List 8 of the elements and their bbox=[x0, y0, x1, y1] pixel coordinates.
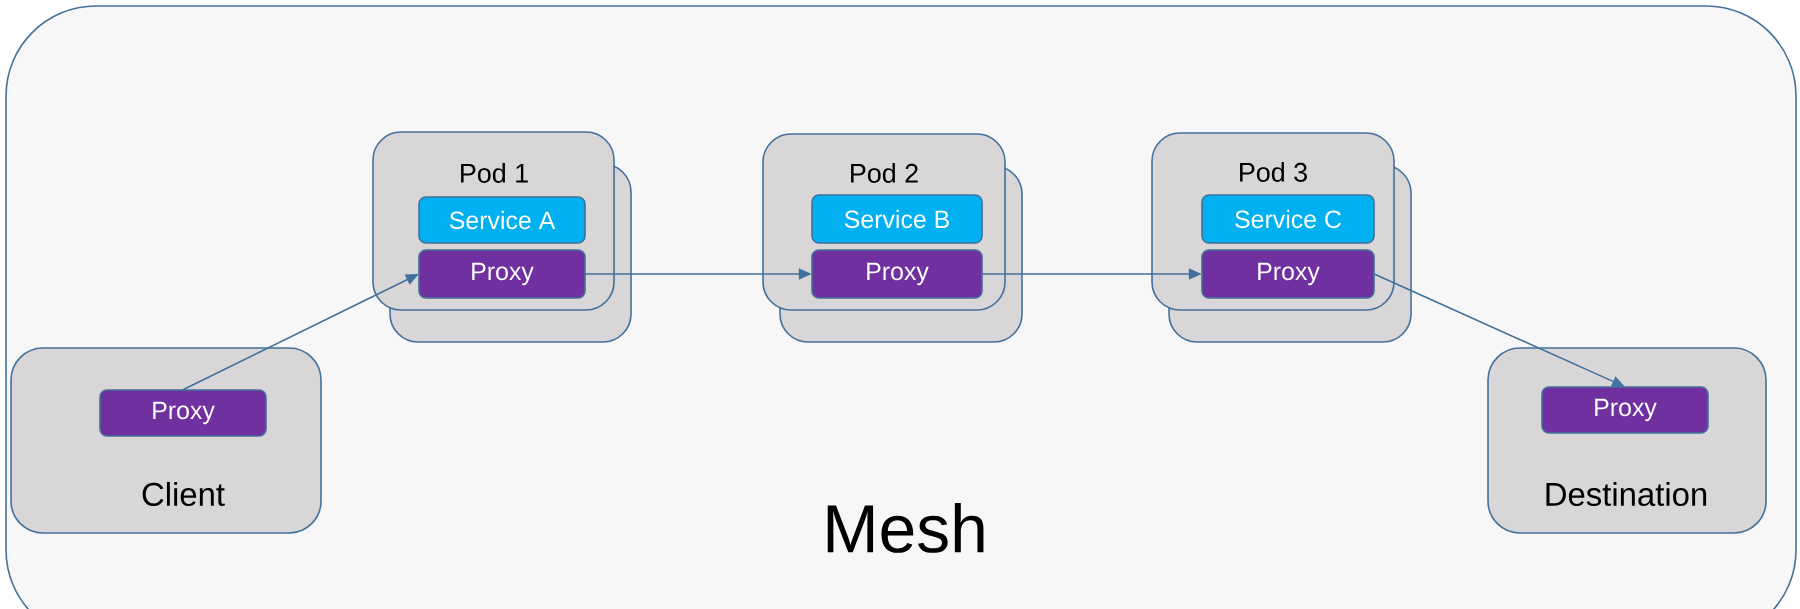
proxy-box: Proxy bbox=[811, 249, 983, 299]
proxy-box: Proxy bbox=[99, 389, 267, 437]
proxy-box: Proxy bbox=[418, 249, 586, 299]
service-box: Service B bbox=[811, 194, 983, 244]
service-box: Service C bbox=[1201, 194, 1375, 244]
service-box: Service A bbox=[418, 196, 586, 244]
proxy-box: Proxy bbox=[1201, 249, 1375, 299]
proxy-box: Proxy bbox=[1541, 386, 1709, 434]
